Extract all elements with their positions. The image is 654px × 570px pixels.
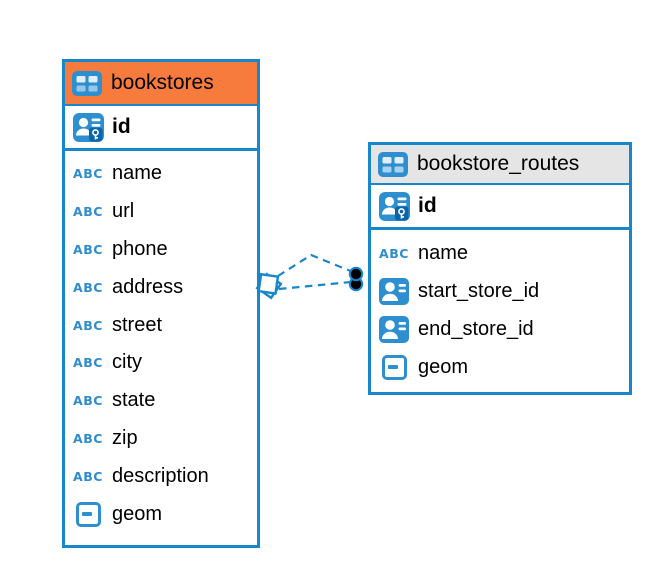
geometry-type-icon <box>75 501 101 527</box>
column-label: url <box>112 200 135 223</box>
icon-slot <box>376 191 412 221</box>
text-type-icon: ABC <box>73 241 103 257</box>
column-row-end-store-id[interactable]: end_store_id <box>371 310 629 348</box>
icon-slot: ABC <box>70 242 106 257</box>
column-list: ABC name ABC url ABC phone ABC address A… <box>65 151 257 533</box>
column-row-address[interactable]: ABC address <box>65 268 257 306</box>
column-row-description[interactable]: ABC description <box>65 457 257 495</box>
column-label: description <box>112 464 209 487</box>
column-label: phone <box>112 237 168 260</box>
column-label: id <box>112 115 131 138</box>
column-label: id <box>418 194 437 217</box>
icon-slot <box>376 354 412 380</box>
column-row-state[interactable]: ABC state <box>65 382 257 420</box>
icon-slot: ABC <box>70 318 106 333</box>
icon-slot: ABC <box>70 280 106 295</box>
primary-key-icon <box>72 112 104 142</box>
column-row-name[interactable]: ABC name <box>65 155 257 193</box>
text-type-icon: ABC <box>73 430 103 446</box>
text-type-icon: ABC <box>73 468 103 484</box>
column-label: street <box>112 313 163 336</box>
text-type-icon: ABC <box>73 317 103 333</box>
icon-slot: ABC <box>70 469 106 484</box>
icon-slot: ABC <box>70 355 106 370</box>
icon-slot <box>70 112 106 142</box>
table-bookstores[interactable]: bookstores id ABC name <box>62 59 260 548</box>
icon-slot: ABC <box>70 166 106 181</box>
column-row-name[interactable]: ABC name <box>371 234 629 272</box>
icon-slot: ABC <box>70 431 106 446</box>
table-icon <box>72 70 102 96</box>
table-title: bookstores <box>111 71 214 94</box>
relationship-connector[interactable] <box>245 240 375 320</box>
column-label: name <box>112 162 163 185</box>
icon-slot <box>376 315 412 343</box>
icon-slot <box>70 501 106 527</box>
geometry-dash <box>387 365 398 369</box>
column-label: geom <box>112 502 163 525</box>
source-marker-front-square <box>257 272 280 295</box>
text-type-icon: ABC <box>73 393 103 409</box>
relationship-line-upper[interactable] <box>277 253 354 277</box>
table-header-bookstores[interactable]: bookstores <box>65 62 257 106</box>
column-label: address <box>112 275 184 298</box>
text-type-icon: ABC <box>73 166 103 182</box>
column-label: state <box>112 389 156 412</box>
column-label: zip <box>112 426 138 449</box>
text-type-icon: ABC <box>73 279 103 295</box>
column-row-id[interactable]: id <box>65 106 257 151</box>
geometry-dash <box>81 512 92 517</box>
table-header-bookstore-routes[interactable]: bookstore_routes <box>371 145 629 185</box>
column-label: end_store_id <box>418 317 534 340</box>
column-label: start_store_id <box>418 279 540 302</box>
text-type-icon: ABC <box>73 355 103 371</box>
column-row-city[interactable]: ABC city <box>65 344 257 382</box>
column-list: ABC name start_store_id <box>371 230 629 386</box>
relationship-line-lower[interactable] <box>278 280 352 291</box>
table-title: bookstore_routes <box>417 152 580 175</box>
icon-slot <box>376 277 412 305</box>
column-row-street[interactable]: ABC street <box>65 306 257 344</box>
column-label: city <box>112 351 142 374</box>
text-type-icon: ABC <box>73 204 103 220</box>
column-row-url[interactable]: ABC url <box>65 193 257 231</box>
column-row-zip[interactable]: ABC zip <box>65 420 257 458</box>
icon-slot: ABC <box>70 393 106 408</box>
primary-key-icon <box>378 191 410 221</box>
reference-type-icon <box>379 277 409 305</box>
icon-slot: ABC <box>70 204 106 219</box>
column-label: name <box>418 241 469 264</box>
relationship-source-marker[interactable] <box>255 272 283 300</box>
table-bookstore-routes[interactable]: bookstore_routes id ABC name <box>368 142 632 395</box>
relationship-endpoint-dot-upper[interactable] <box>348 266 364 282</box>
column-row-start-store-id[interactable]: start_store_id <box>371 272 629 310</box>
geometry-type-icon <box>381 354 407 380</box>
column-row-geom[interactable]: geom <box>65 495 257 533</box>
text-type-icon: ABC <box>379 245 409 261</box>
column-row-id[interactable]: id <box>371 185 629 230</box>
column-label: geom <box>418 355 469 378</box>
column-row-geom[interactable]: geom <box>371 348 629 386</box>
icon-slot: ABC <box>376 246 412 261</box>
column-row-phone[interactable]: ABC phone <box>65 231 257 269</box>
reference-type-icon <box>379 315 409 343</box>
table-icon <box>378 151 408 177</box>
